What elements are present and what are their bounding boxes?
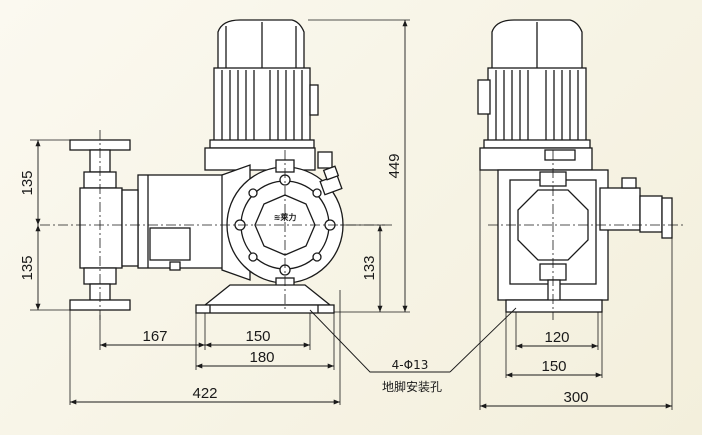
dim-135-top: 135 xyxy=(19,170,36,195)
dim-449: 449 xyxy=(386,153,403,178)
front-view xyxy=(69,19,344,314)
dim-150-front: 150 xyxy=(245,328,270,345)
pump-logo-text: ≋莱力 xyxy=(274,212,297,222)
side-gearbox xyxy=(479,147,593,171)
hole-spec-label: 4-Φ13 xyxy=(392,358,429,372)
side-base xyxy=(505,299,603,313)
front-motor xyxy=(209,19,319,149)
dim-167: 167 xyxy=(142,328,167,345)
side-adjuster xyxy=(599,177,673,239)
dim-300: 300 xyxy=(563,389,588,406)
dim-422: 422 xyxy=(192,385,217,402)
dimension-labels: 135 135 449 133 167 150 180 422 120 150 … xyxy=(19,153,589,406)
front-gearbox xyxy=(204,147,333,171)
side-view xyxy=(477,19,673,313)
dim-180: 180 xyxy=(249,349,274,366)
dim-133: 133 xyxy=(361,255,378,280)
hole-desc-label: 地脚安装孔 xyxy=(382,379,442,394)
dim-120: 120 xyxy=(544,329,569,346)
dimension-lines xyxy=(35,20,672,409)
dim-150-side: 150 xyxy=(541,358,566,375)
center-lines xyxy=(40,130,685,320)
dim-135-bottom: 135 xyxy=(19,255,36,280)
side-motor xyxy=(477,19,591,149)
front-base xyxy=(195,284,335,314)
